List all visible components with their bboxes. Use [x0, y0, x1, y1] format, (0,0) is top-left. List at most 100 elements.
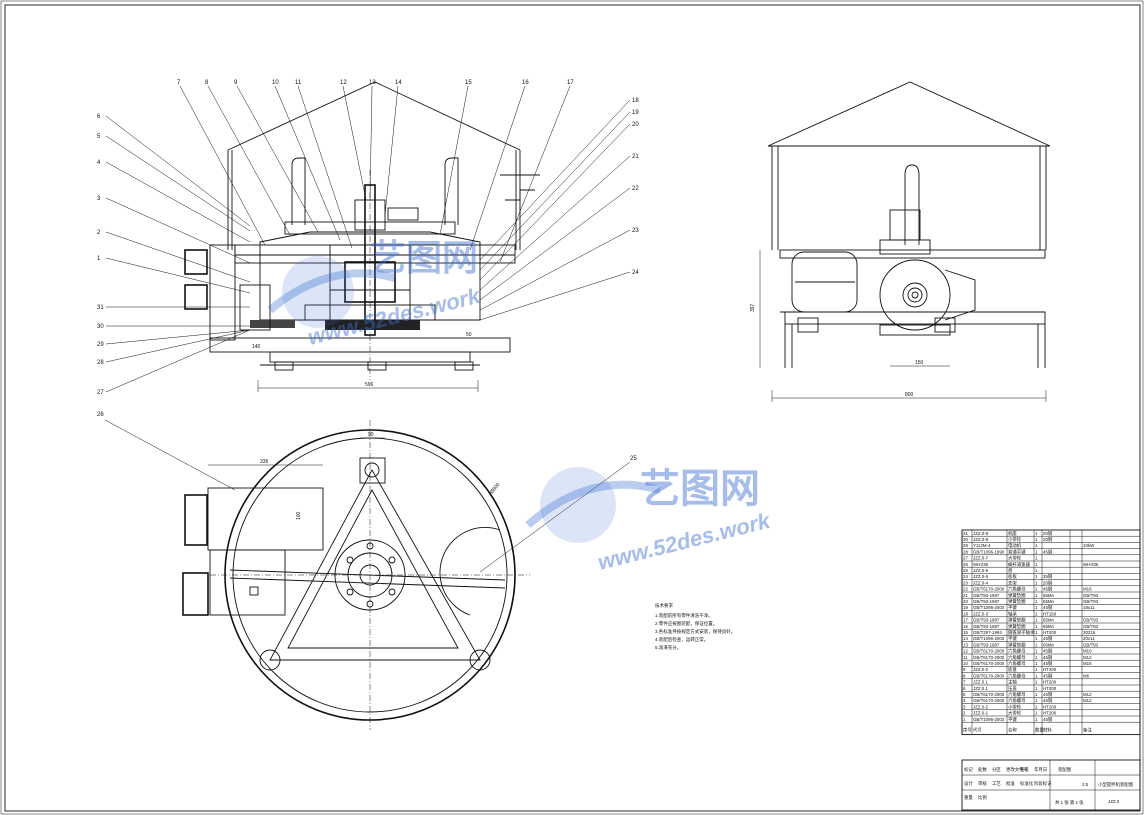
- bom-name: 大带轮: [1008, 710, 1022, 717]
- bom-no: 27: [963, 556, 968, 561]
- tb-label-5: 年月日: [1034, 766, 1047, 773]
- bom-mat: HT200: [1043, 630, 1057, 635]
- bom-mat: HT200: [1043, 704, 1057, 709]
- bom-code: WHX36: [973, 562, 989, 567]
- bom-mat: 65Mn: [1043, 599, 1055, 604]
- part-label-7: 7: [177, 80, 181, 86]
- part-label-21: 21: [632, 154, 639, 160]
- bom-no: 14: [963, 636, 968, 641]
- part-label-20: 20: [632, 122, 639, 128]
- bom-mat: 45钢: [1043, 660, 1053, 667]
- bom-extra: M10: [1083, 649, 1092, 654]
- bom-mat: 45钢: [1043, 604, 1053, 611]
- bom-qty: 1: [1035, 704, 1038, 709]
- bom-qty: 1: [1035, 549, 1038, 554]
- drawing-title: 装配图: [1058, 766, 1072, 773]
- dim-base: 140: [252, 344, 261, 350]
- top-view: 336 90 100 Ø800 26 25: [97, 412, 637, 730]
- sheet-count: 共 1 张 第 1 张: [1055, 799, 1084, 806]
- bom-mat: 45钢: [1043, 548, 1053, 555]
- side-view: 397 800 150: [750, 81, 1051, 402]
- side-dim-height: 397: [750, 303, 756, 312]
- bom-extra: M12: [1083, 655, 1092, 660]
- bom-code: GB/T1096-2003: [973, 717, 1005, 722]
- bom-no: 11: [963, 655, 968, 660]
- tb-label-6: 设计: [964, 780, 973, 787]
- side-dim-width: 800: [905, 392, 914, 398]
- drawing-code: JZZ.0: [1108, 799, 1120, 804]
- bom-qty: 1: [1035, 649, 1038, 654]
- part-label-16: 16: [522, 80, 529, 86]
- bom-mat: 45钢: [1043, 691, 1053, 698]
- tb-label-1: 处数: [978, 766, 987, 773]
- bom-no: 6: [963, 686, 966, 691]
- bom-header-name: 名称: [1008, 726, 1017, 733]
- bom-qty: 1: [1035, 574, 1038, 579]
- bom-code: GB/T93-1987: [973, 618, 1000, 623]
- bom-extra: 30216: [1083, 630, 1096, 635]
- bom-qty: 1: [1035, 568, 1038, 573]
- bom-no: 19: [963, 605, 968, 610]
- watermark-bottom: 艺图网 www.52des.work: [525, 467, 774, 575]
- part-label-6: 6: [97, 114, 101, 120]
- part-label-19: 19: [632, 110, 639, 116]
- bom-qty: 1: [1035, 556, 1038, 561]
- bom-extra: M16: [1083, 587, 1092, 592]
- bom-qty: 1: [1035, 692, 1038, 697]
- bom-extra: 18x11: [1083, 605, 1095, 610]
- bom-name: 六角螺母: [1008, 672, 1026, 679]
- watermark-brand-top: 艺图网: [370, 237, 478, 278]
- bom-name: 六角螺母: [1008, 648, 1026, 655]
- bom-code: GB/T6170-2000: [973, 655, 1005, 660]
- part-label-9: 9: [234, 80, 238, 86]
- bom-code: GB/T6170-2000: [973, 692, 1005, 697]
- bom-qty: 1: [1035, 642, 1038, 647]
- bom-mat: 65Mn: [1043, 593, 1055, 598]
- bom-name: 盘: [1008, 567, 1013, 573]
- inner-border: [4, 4, 1141, 812]
- bom-name: 轴承: [1008, 610, 1017, 617]
- bom-extra: M6: [1083, 673, 1090, 678]
- tb-label-12: 重量: [964, 794, 973, 801]
- bom-extra: GB/T93: [1083, 599, 1099, 604]
- note-line-5: 5.润滑充分。: [655, 644, 681, 651]
- bom-code: JZZ.0-8: [973, 537, 989, 542]
- part-label-14: 14: [395, 80, 402, 86]
- bom-code: GB/T6170-2000: [973, 673, 1005, 678]
- bom-no: 15: [963, 630, 968, 635]
- bom-mat: HT200: [1043, 686, 1057, 691]
- bom-code: GB/T6170-2000: [973, 698, 1005, 703]
- bom-no: 24: [963, 574, 968, 579]
- bom-name: 平键: [1008, 604, 1017, 611]
- bom-no: 10: [963, 661, 968, 666]
- technical-notes: 技术要求 1.装配前所有零件清洗干净。 2.零件应按图装配，保证位置。 3.各标…: [655, 602, 735, 651]
- bom-name: 底盘: [1008, 666, 1017, 673]
- bom-name: 六角螺母: [1008, 586, 1026, 593]
- bom-no: 26: [963, 562, 968, 567]
- bom-name: 六角螺母: [1008, 697, 1026, 704]
- bom-name: 主轴: [1008, 679, 1017, 686]
- bom-extra: M12: [1083, 698, 1092, 703]
- bom-extra: M12: [1083, 692, 1092, 697]
- bom-mat: HT200: [1043, 667, 1057, 672]
- title-block: 装配图 小型搅拌机装配图 JZZ.0 1:5 共 1 张 第 1 张 标记处数分…: [961, 759, 1141, 811]
- bom-name: 大带轮: [1008, 555, 1022, 562]
- bom-qty: 1: [1035, 605, 1038, 610]
- watermark-url-bottom: www.52des.work: [595, 507, 774, 574]
- part-label-24: 24: [632, 270, 639, 276]
- bom-qty: 1: [1035, 655, 1038, 660]
- part-label-27: 27: [97, 390, 104, 396]
- bom-mat: 65Mn: [1043, 618, 1055, 623]
- bom-mat: HT150: [1043, 611, 1057, 616]
- bom-code: GB/T1096-1990: [973, 549, 1005, 554]
- bom-no: 4: [963, 698, 966, 703]
- bom-name: 弹簧垫圈: [1008, 641, 1026, 648]
- part-label-4: 4: [97, 160, 101, 166]
- part-label-12: 12: [340, 80, 347, 86]
- bom-qty: 1: [1035, 630, 1038, 635]
- bom-qty: 1: [1035, 698, 1038, 703]
- bom-code: JZZ.0.1: [973, 686, 988, 691]
- front-view: 596 140 50: [184, 81, 540, 392]
